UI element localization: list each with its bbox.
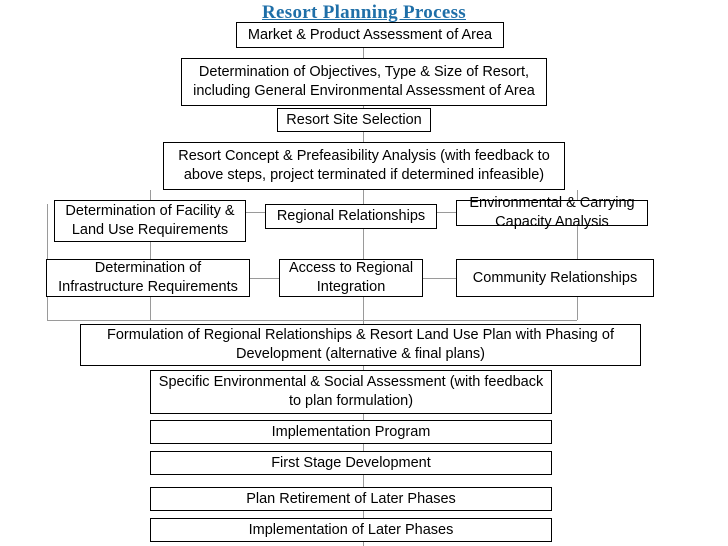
node-retirement[interactable]: Plan Retirement of Later Phases <box>150 487 552 511</box>
node-label: Community Relationships <box>472 269 638 286</box>
connector-far-left-bottom <box>47 320 150 321</box>
page-title: Resort Planning Process <box>262 2 466 23</box>
node-access[interactable]: Access to Regional Integration <box>279 259 423 297</box>
node-infrastructure[interactable]: Determination of Infrastructure Requirem… <box>46 259 250 297</box>
node-label: Implementation of Later Phases <box>248 521 454 538</box>
node-formulation[interactable]: Formulation of Regional Relationships & … <box>80 324 641 366</box>
connector-left-branch <box>150 190 151 320</box>
node-label: Formulation of Regional Relationships & … <box>107 327 614 362</box>
node-market[interactable]: Market & Product Assessment of Area <box>236 22 504 48</box>
node-label: Market & Product Assessment of Area <box>247 26 493 43</box>
connector-row2-bottom <box>150 320 577 321</box>
node-objectives[interactable]: Determination of Objectives, Type & Size… <box>181 58 547 106</box>
node-label: Determination of Objectives, Type & Size… <box>193 64 535 99</box>
node-label: Resort Site Selection <box>286 111 422 128</box>
node-label: Determination of Facility & Land Use Req… <box>65 203 235 238</box>
node-later-phases[interactable]: Implementation of Later Phases <box>150 518 552 542</box>
node-label: Access to Regional Integration <box>288 260 414 295</box>
node-label: Resort Concept & Prefeasibility Analysis… <box>178 148 550 183</box>
node-implementation[interactable]: Implementation Program <box>150 420 552 444</box>
node-label: Plan Retirement of Later Phases <box>246 490 456 507</box>
node-environmental[interactable]: Environmental & Carrying Capacity Analys… <box>456 195 648 230</box>
node-concept[interactable]: Resort Concept & Prefeasibility Analysis… <box>163 142 565 190</box>
node-label: Regional Relationships <box>276 208 426 225</box>
connector-right-branch <box>577 190 578 320</box>
node-label: Specific Environmental & Social Assessme… <box>158 374 544 409</box>
node-label: Implementation Program <box>271 423 431 440</box>
node-first-stage[interactable]: First Stage Development <box>150 451 552 475</box>
node-label: Environmental & Carrying Capacity Analys… <box>469 195 635 230</box>
node-specific[interactable]: Specific Environmental & Social Assessme… <box>150 370 552 414</box>
node-community[interactable]: Community Relationships <box>456 259 654 297</box>
node-regional[interactable]: Regional Relationships <box>265 204 437 229</box>
node-site[interactable]: Resort Site Selection <box>277 108 431 132</box>
node-label: Determination of Infrastructure Requirem… <box>58 260 238 295</box>
node-facility[interactable]: Determination of Facility & Land Use Req… <box>54 200 246 242</box>
node-label: First Stage Development <box>271 454 431 471</box>
